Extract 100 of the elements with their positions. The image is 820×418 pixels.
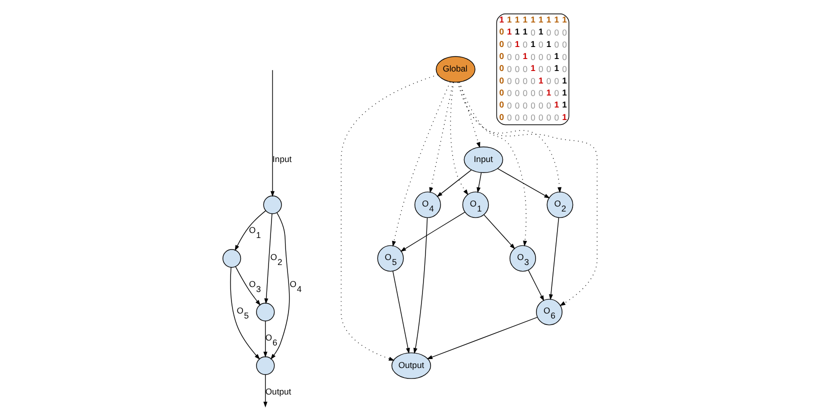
arrow xyxy=(340,74,438,361)
label: 0 xyxy=(499,112,504,122)
label: 1 xyxy=(546,87,552,98)
arrow xyxy=(400,212,466,252)
label: 1 xyxy=(507,26,512,37)
label: 0 xyxy=(562,64,567,74)
label: 0 xyxy=(522,64,528,74)
node-ellipse: Input xyxy=(464,146,504,173)
arrow xyxy=(264,213,272,304)
node-ellipse: Global xyxy=(436,56,476,83)
label: 0 xyxy=(546,27,552,38)
label: 0 xyxy=(554,112,560,123)
label: 1 xyxy=(522,14,528,25)
label: 0 xyxy=(546,52,552,62)
label: 1 xyxy=(499,14,504,25)
label: 1 xyxy=(562,87,567,98)
node-circle xyxy=(263,196,282,214)
edge-label: Output xyxy=(265,386,292,397)
arrow xyxy=(413,217,428,354)
arrow xyxy=(429,82,454,194)
label: 1 xyxy=(538,75,544,86)
label: 0 xyxy=(546,112,552,123)
label: 0 xyxy=(507,40,512,50)
arrow xyxy=(235,266,261,306)
label: 0 xyxy=(562,27,567,38)
label: 1 xyxy=(538,14,544,25)
label: 0 xyxy=(562,40,567,50)
label: 0 xyxy=(499,26,504,37)
label: 1 xyxy=(530,38,536,49)
label: 0 xyxy=(507,76,512,86)
label: 1 xyxy=(562,75,567,86)
label: 0 xyxy=(499,63,504,74)
arrow xyxy=(270,212,290,360)
arrow xyxy=(392,270,410,354)
label: 0 xyxy=(499,75,504,86)
arrow xyxy=(548,217,560,300)
label: 0 xyxy=(554,88,560,98)
label: 1 xyxy=(554,63,560,74)
node-circle xyxy=(256,302,275,322)
label: 0 xyxy=(546,100,552,110)
arrow xyxy=(263,320,268,358)
label: 0 xyxy=(538,88,544,98)
label: 1 xyxy=(562,112,567,122)
arrow xyxy=(270,70,275,197)
label: 0 xyxy=(554,76,560,86)
node-ellipse: Output xyxy=(391,352,432,379)
label: 1 xyxy=(530,14,536,25)
label: 0 xyxy=(507,112,512,123)
label: 0 xyxy=(522,88,528,98)
label: 0 xyxy=(530,52,536,62)
label: 0 xyxy=(507,52,512,62)
arrow xyxy=(497,168,550,198)
label: 1 xyxy=(522,51,528,62)
arrow xyxy=(458,82,562,193)
label: 0 xyxy=(530,27,536,38)
arrow xyxy=(459,82,527,246)
label: 0 xyxy=(554,27,560,38)
arrow xyxy=(436,170,472,198)
label: 1 xyxy=(522,26,528,37)
label: 0 xyxy=(514,100,520,110)
arrow xyxy=(528,270,544,302)
label: 0 xyxy=(538,40,544,50)
label: 0 xyxy=(499,87,504,98)
label: 0 xyxy=(538,100,544,110)
label: 0 xyxy=(499,100,504,110)
label: 0 xyxy=(530,76,536,86)
label: 0 xyxy=(530,112,536,123)
arrow xyxy=(392,82,451,247)
edge-label: Input xyxy=(272,154,292,164)
label: 0 xyxy=(538,52,544,62)
label: 0 xyxy=(522,112,528,123)
label: 0 xyxy=(507,100,512,110)
node-circle xyxy=(222,249,242,268)
arrow xyxy=(230,267,260,360)
arrow xyxy=(263,374,268,408)
label: 0 xyxy=(499,51,504,62)
arrow xyxy=(458,82,598,306)
label: 1 xyxy=(546,38,552,49)
arrow xyxy=(458,82,480,148)
label: 0 xyxy=(507,64,512,74)
label: 0 xyxy=(530,88,536,98)
label: 1 xyxy=(562,100,567,110)
label: 1 xyxy=(514,26,520,37)
label: 1 xyxy=(514,38,520,49)
label: 0 xyxy=(514,112,520,123)
label: 1 xyxy=(530,63,536,74)
label: 1 xyxy=(538,26,544,37)
label: 0 xyxy=(554,40,560,50)
arrow xyxy=(476,172,482,194)
arrow xyxy=(234,210,266,251)
arrow xyxy=(426,316,538,360)
label: 1 xyxy=(554,14,560,25)
label: 1 xyxy=(514,14,520,25)
arrow xyxy=(450,82,468,196)
node-circle xyxy=(256,356,275,375)
label: 0 xyxy=(522,100,528,110)
label: 0 xyxy=(546,64,552,74)
label: 0 xyxy=(538,64,544,74)
label: 0 xyxy=(538,112,544,123)
label: 0 xyxy=(514,88,520,98)
